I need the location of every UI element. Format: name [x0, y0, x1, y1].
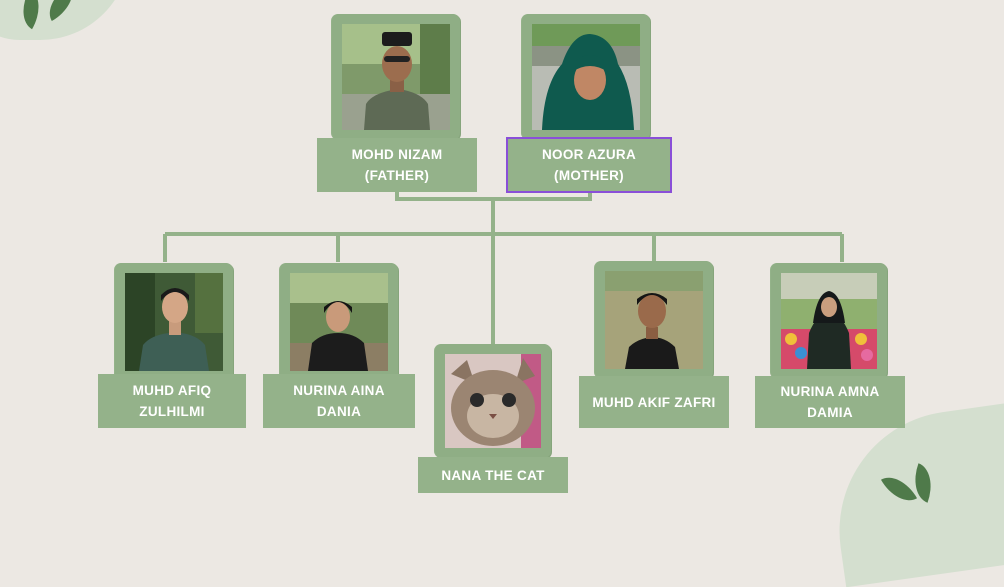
photo-frame-child-5	[771, 263, 887, 379]
label-child-3[interactable]: NANA THE CAT	[418, 457, 568, 493]
label-father-line2: (FATHER)	[364, 168, 430, 183]
label-father[interactable]: MOHD NIZAM (FATHER)	[317, 138, 477, 192]
label-mother[interactable]: NOOR AZURA (MOTHER)	[506, 137, 672, 193]
photo-frame-child-2	[280, 263, 398, 381]
label-child-1-line1: MUHD AFIQ	[132, 383, 212, 398]
child-3-photo	[445, 354, 541, 448]
child-5-photo	[781, 273, 877, 369]
child-4-photo	[605, 271, 703, 369]
mother-photo	[532, 24, 640, 130]
label-child-5-line2: DAMIA	[807, 405, 853, 420]
photo-frame-child-3	[435, 344, 551, 458]
label-child-2-line1: NURINA AINA	[293, 383, 385, 398]
child-2-photo	[290, 273, 388, 371]
label-child-1[interactable]: MUHD AFIQ ZULHILMI	[98, 374, 246, 428]
label-child-5-line1: NURINA AMNA	[780, 384, 880, 399]
label-child-1-line2: ZULHILMI	[139, 404, 205, 419]
label-mother-line2: (MOTHER)	[554, 168, 624, 183]
photo-frame-child-4	[595, 261, 713, 379]
family-tree-connectors	[163, 191, 844, 346]
photo-frame-child-1	[115, 263, 233, 381]
label-child-2-line2: DANIA	[316, 404, 362, 419]
label-child-2[interactable]: NURINA AINA DANIA	[263, 374, 415, 428]
label-child-3-line1: NANA THE CAT	[441, 467, 545, 483]
child-1-photo	[125, 273, 223, 371]
label-child-4[interactable]: MUHD AKIF ZAFRI	[579, 376, 729, 428]
label-child-5[interactable]: NURINA AMNA DAMIA	[755, 376, 905, 428]
father-photo	[342, 24, 450, 130]
label-child-4-line1: MUHD AKIF ZAFRI	[592, 394, 716, 410]
label-father-line1: MOHD NIZAM	[351, 147, 443, 162]
label-mother-line1: NOOR AZURA	[542, 147, 636, 162]
photo-frame-father	[332, 14, 460, 140]
photo-frame-mother	[522, 14, 650, 140]
